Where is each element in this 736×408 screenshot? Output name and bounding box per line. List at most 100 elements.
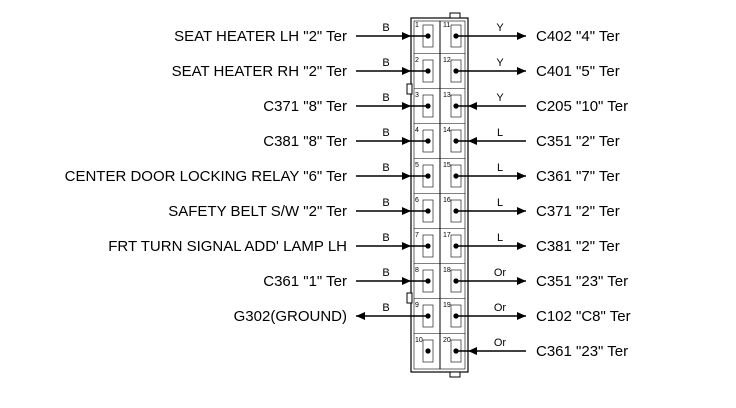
side-key-lower [406,292,413,304]
arrow-head [356,312,365,320]
arrow-head [402,137,411,145]
left-connection-pin-7: B FRT TURN SIGNAL ADD' LAMP LH [108,232,428,255]
right-connection-pin-15: L C361 "7" Ter [456,162,620,185]
arrow-head [402,207,411,215]
pin-number: 11 [443,22,450,29]
wire-color: L [497,127,503,139]
pin-number: 13 [443,92,451,99]
pin-number: 17 [443,232,451,239]
pin-number: 6 [415,197,419,204]
circuit-label: C361 "23" Ter [536,343,628,360]
arrow-head [402,172,411,180]
pin-number: 4 [415,127,419,134]
bottom-latch [449,371,461,378]
wire-color: B [382,197,389,209]
connector-housing [410,17,469,373]
left-connection-pin-4: B C381 "8" Ter [263,127,428,150]
left-connection-pin-9: B G302(GROUND) [234,302,428,325]
arrow-head [517,312,526,320]
arrow-head [468,102,477,110]
terminal-cavity [422,339,434,363]
circuit-label: C351 "23" Ter [536,273,628,290]
wire-color: Or [494,267,507,279]
side-key-upper [406,83,413,95]
circuit-label: CENTER DOOR LOCKING RELAY "6" Ter [65,168,347,185]
wire-color: B [382,162,389,174]
left-connection-pin-2: B SEAT HEATER RH "2" Ter [172,57,428,80]
wire-color: L [497,197,503,209]
pin-number: 8 [415,267,419,274]
terminal-dot [425,348,431,354]
circuit-label: C401 "5" Ter [536,63,620,80]
circuit-label: SAFETY BELT S/W "2" Ter [168,203,347,220]
arrow-head [517,32,526,40]
circuit-label: C371 "2" Ter [536,203,620,220]
circuit-label: FRT TURN SIGNAL ADD' LAMP LH [108,238,347,255]
wire-color: B [382,302,389,314]
pin-number: 2 [415,57,419,64]
wire-color: Y [496,92,504,104]
wire-color: L [497,162,503,174]
left-connection-pin-3: B C371 "8" Ter [263,92,428,115]
circuit-label: C361 "1" Ter [263,273,347,290]
arrow-head [402,32,411,40]
right-connection-pin-14: L C351 "2" Ter [456,127,620,150]
pin-number: 19 [443,302,451,309]
arrow-head [517,172,526,180]
arrow-head [468,137,477,145]
right-connection-pin-17: L C381 "2" Ter [456,232,620,255]
pin-number: 14 [443,127,451,134]
arrow-head [517,207,526,215]
pin-number: 18 [443,267,451,274]
pin-number: 5 [415,162,419,169]
right-connection-pin-12: Y C401 "5" Ter [456,57,620,80]
arrow-head [402,102,411,110]
left-connection-pin-5: B CENTER DOOR LOCKING RELAY "6" Ter [65,162,428,185]
wire-color: B [382,92,389,104]
circuit-label: C381 "2" Ter [536,238,620,255]
arrow-head [517,67,526,75]
wire-color: Or [494,337,507,349]
pin-number: 9 [415,302,419,309]
arrow-head [517,277,526,285]
right-connection-pin-16: L C371 "2" Ter [456,197,620,220]
pin-number: 16 [443,197,451,204]
pin-number: 12 [443,57,451,64]
wire-color: Y [496,57,504,69]
wire-color: B [382,267,389,279]
wire-color: Or [494,302,507,314]
circuit-label: C102 "C8" Ter [536,308,631,325]
circuit-label: C371 "8" Ter [263,98,347,115]
circuit-label: C381 "8" Ter [263,133,347,150]
left-connection-pin-6: B SAFETY BELT S/W "2" Ter [168,197,428,220]
arrow-head [517,242,526,250]
circuit-label: C361 "7" Ter [536,168,620,185]
wire-color: L [497,232,503,244]
pin-number: 1 [415,22,419,29]
arrow-head [402,277,411,285]
circuit-label: G302(GROUND) [234,308,347,325]
circuit-label: C205 "10" Ter [536,98,628,115]
circuit-label: SEAT HEATER RH "2" Ter [172,63,347,80]
wire-color: B [382,127,389,139]
arrow-head [402,67,411,75]
circuit-label: SEAT HEATER LH "2" Ter [174,28,347,45]
circuit-label: C351 "2" Ter [536,133,620,150]
wire-color: B [382,232,389,244]
arrow-head [468,347,477,355]
circuit-label: C402 "4" Ter [536,28,620,45]
pin-number: 20 [443,337,451,344]
right-connection-pin-13: Y C205 "10" Ter [456,92,628,115]
wire-color: B [382,57,389,69]
pin-number: 10 [415,337,423,344]
top-latch [449,12,461,19]
